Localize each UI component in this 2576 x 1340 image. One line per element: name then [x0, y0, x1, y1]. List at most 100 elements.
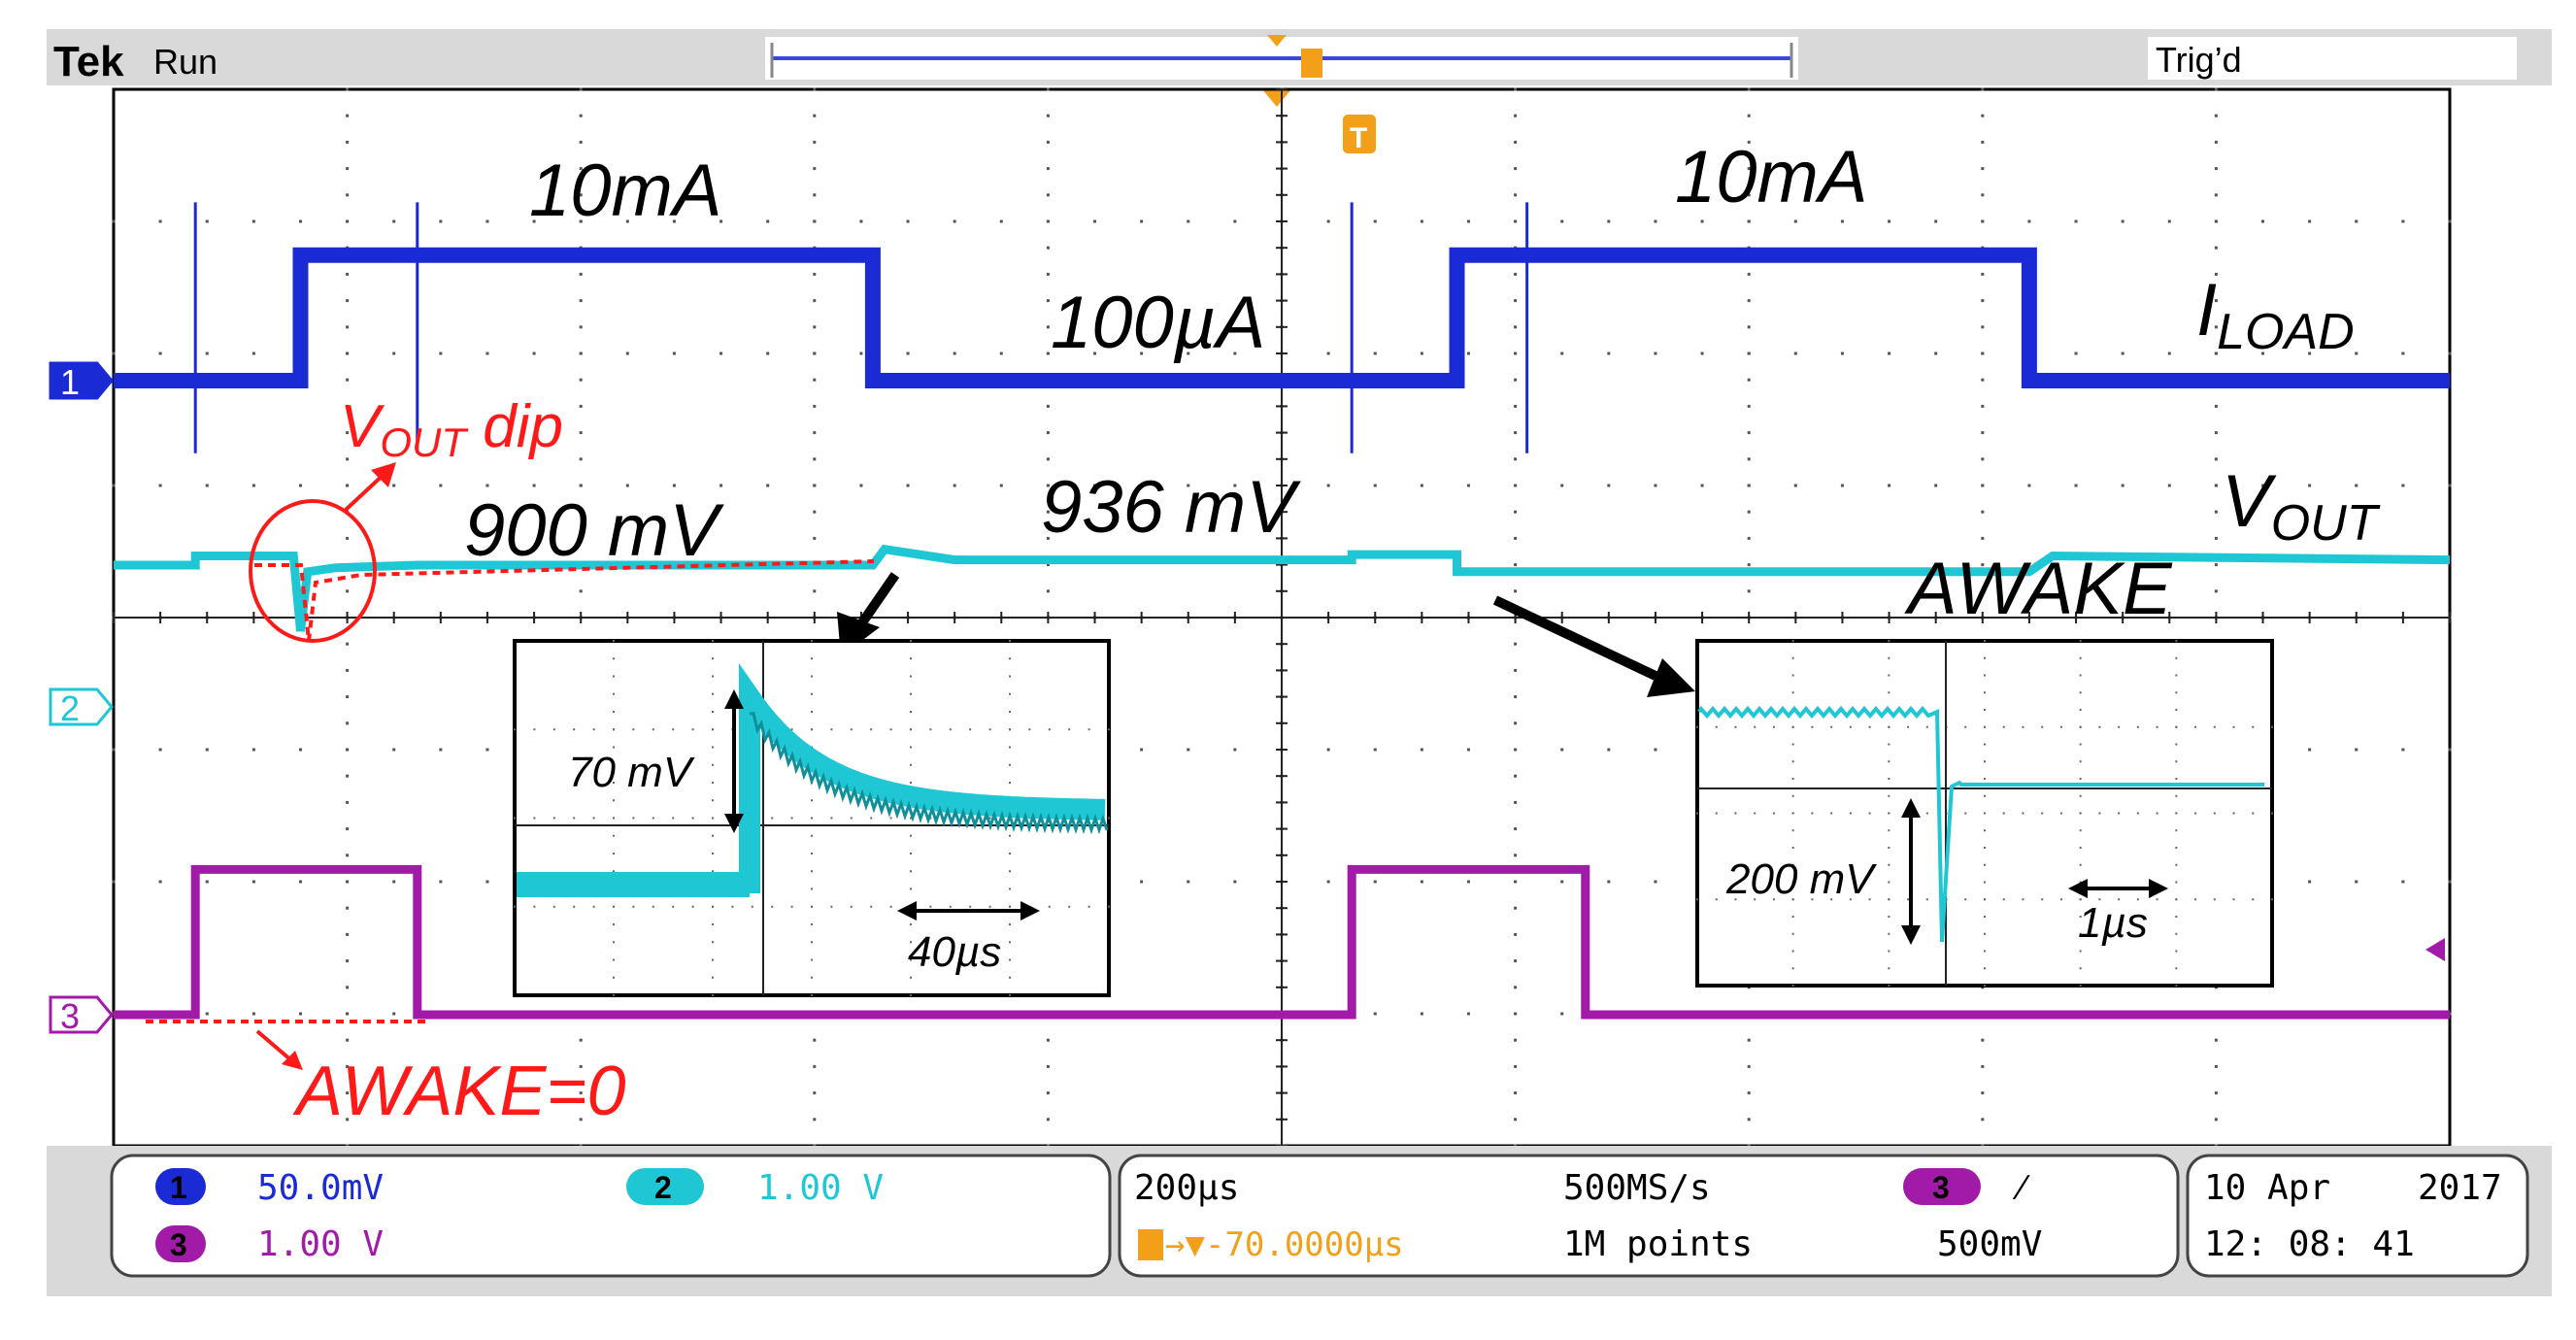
- grid-dot: [579, 536, 583, 540]
- inset-grid-dot: [1715, 812, 1718, 815]
- grid-dot: [1747, 272, 1751, 276]
- grid-dot: [205, 352, 209, 355]
- grid-dot: [1326, 484, 1330, 487]
- inset-grid-dot: [1772, 812, 1775, 815]
- inset-grid-dot: [652, 728, 654, 731]
- inset-grid-dot: [672, 817, 675, 820]
- inset-grid-dot: [988, 728, 991, 731]
- grid-dot: [2401, 748, 2405, 752]
- inset-grid-dot: [652, 905, 654, 908]
- grid-dot: [766, 484, 770, 487]
- grid-dot: [1046, 457, 1050, 461]
- grid-dot: [2214, 114, 2218, 117]
- grid-dot: [158, 219, 162, 223]
- inset-grid-dot: [1791, 743, 1794, 746]
- grid-dot: [1514, 721, 1518, 725]
- grid-dot: [1981, 589, 1985, 593]
- grid-dot: [1747, 404, 1751, 408]
- grid-dot: [1514, 536, 1518, 540]
- inset-grid-dot: [1984, 691, 1986, 694]
- grid-dot: [1420, 748, 1423, 752]
- inset-grid-dot: [514, 905, 516, 908]
- grid-dot: [158, 880, 162, 884]
- inset-grid-dot: [2232, 898, 2235, 901]
- grid-dot: [2261, 219, 2265, 223]
- grid-dot: [1747, 1038, 1751, 1042]
- inset-grid-dot: [929, 817, 932, 820]
- inset-grid-dot: [1888, 950, 1890, 953]
- grid-dot: [1514, 959, 1518, 963]
- inset-grid-dot: [1868, 812, 1871, 815]
- grid-dot: [1514, 1091, 1518, 1095]
- inset-grid-dot: [1009, 994, 1011, 996]
- inset-grid-dot: [811, 834, 813, 837]
- ch1-scale[interactable]: 50.0mV: [257, 1168, 384, 1208]
- inset-grid-dot: [811, 692, 813, 695]
- grid-dot: [1700, 352, 1704, 355]
- grid-dot: [2214, 352, 2218, 355]
- inset-grid-dot: [2156, 812, 2158, 815]
- grid-dot: [1560, 748, 1564, 752]
- inset-grid-dot: [2079, 863, 2082, 866]
- grid-dot: [1093, 484, 1097, 487]
- inset2-trace: [1697, 705, 2264, 943]
- ch1-ground-label: 1: [60, 362, 80, 402]
- inset-grid-dot: [1734, 812, 1737, 815]
- time-per-div[interactable]: 200µs: [1134, 1168, 1239, 1208]
- inset-dip-zoom: 200 mV 1µs: [1695, 639, 2274, 988]
- grid-dot: [2214, 246, 2218, 250]
- grid-dot: [392, 219, 396, 223]
- grid-dot: [1747, 167, 1751, 171]
- inset-grid-dot: [632, 728, 635, 731]
- grid-dot: [1747, 510, 1751, 514]
- inset-grid-dot: [1791, 950, 1794, 953]
- grid-dot: [579, 431, 583, 435]
- grid-dot: [298, 1012, 302, 1016]
- inset-grid-dot: [613, 853, 615, 854]
- grid-dot: [2027, 219, 2031, 223]
- grid-dot: [2214, 140, 2218, 144]
- inset-grid-dot: [1754, 725, 1756, 728]
- label-100ua: 100µA: [1051, 282, 1265, 364]
- grid-dot: [579, 404, 583, 408]
- grid-dot: [579, 325, 583, 329]
- inset-grid-dot: [771, 905, 774, 908]
- inset-grid-dot: [1925, 725, 1928, 728]
- inset-grid-dot: [712, 728, 714, 731]
- grid-dot: [346, 748, 350, 752]
- grid-dot: [205, 880, 209, 884]
- inset-grid-dot: [1715, 898, 1718, 901]
- trigger-level[interactable]: 500mV: [1937, 1224, 2042, 1264]
- inset-grid-dot: [910, 923, 912, 925]
- trigger-offset[interactable]: →▼-70.0000µs: [1165, 1225, 1404, 1264]
- inset-grid-dot: [2079, 640, 2082, 642]
- inset-grid-dot: [691, 728, 694, 731]
- grid-dot: [1514, 906, 1518, 910]
- grid-dot: [1840, 219, 1844, 223]
- inset-grid-dot: [2175, 950, 2178, 953]
- grid-dot: [1046, 404, 1050, 408]
- grid-dot: [1420, 352, 1423, 355]
- inset-grid-dot: [910, 782, 912, 784]
- inset-grid-dot: [672, 728, 675, 731]
- grid-dot: [579, 484, 583, 487]
- grid-dot: [1420, 1012, 1423, 1016]
- inset-grid-dot: [790, 905, 793, 908]
- grid-dot: [1514, 219, 1518, 223]
- inset-grid-dot: [613, 640, 615, 642]
- grid-dot: [2214, 299, 2218, 303]
- grid-dot: [346, 87, 350, 91]
- inset-grid-dot: [2271, 898, 2273, 901]
- grid-dot: [1747, 140, 1751, 144]
- ch2-scale[interactable]: 1.00 V: [757, 1168, 884, 1208]
- ch3-scale[interactable]: 1.00 V: [257, 1224, 384, 1264]
- grid-dot: [1326, 352, 1330, 355]
- inset-grid-dot: [2175, 743, 2178, 746]
- inset-grid-dot: [1811, 812, 1814, 815]
- inset-grid-dot: [2213, 725, 2216, 728]
- grid-dot: [813, 1118, 817, 1122]
- inset-grid-dot: [1984, 829, 1986, 832]
- grid-dot: [346, 880, 350, 884]
- trigger-t-icon: [1343, 115, 1376, 153]
